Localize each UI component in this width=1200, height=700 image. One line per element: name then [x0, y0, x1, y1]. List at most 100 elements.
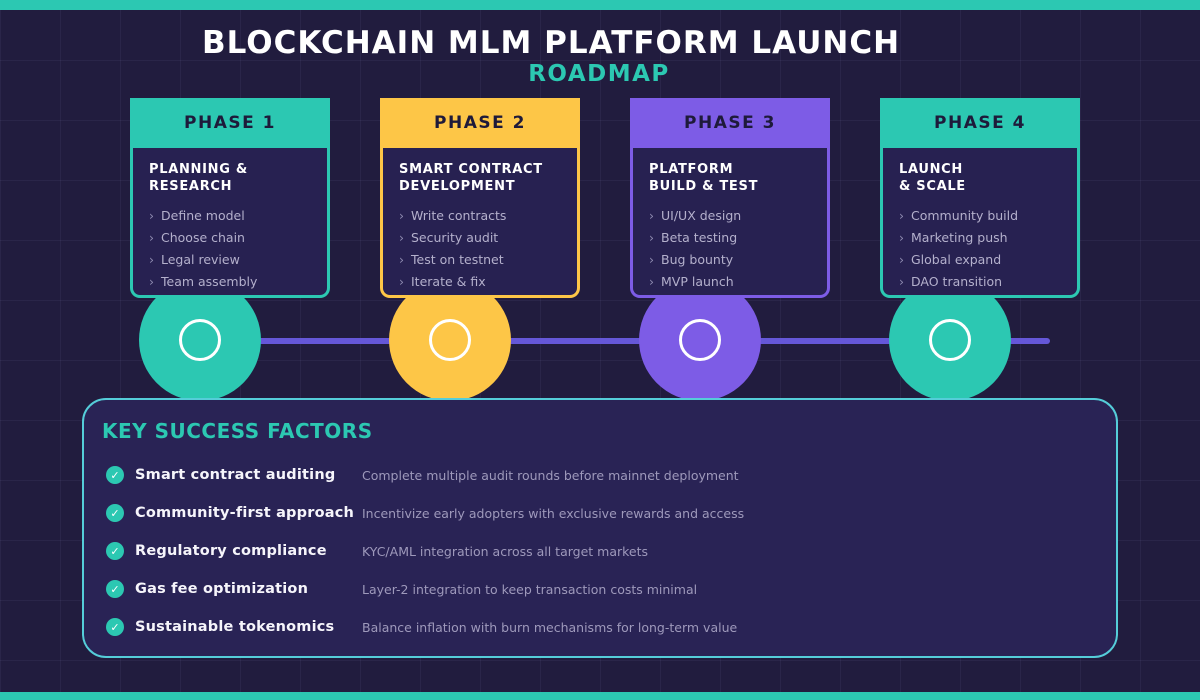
check-icon: ✓	[106, 466, 124, 484]
phase-item: › UI/UX design	[649, 205, 812, 227]
phase-4-badge: PHASE 4	[880, 98, 1080, 148]
timeline-node-2	[389, 279, 511, 401]
phase-card-3: PHASE 3 PLATFORM BUILD & TEST › UI/UX des…	[630, 98, 830, 298]
phase-4-body: LAUNCH & SCALE ›Community build ›Marketi…	[880, 148, 1080, 298]
phase-2-badge: PHASE 2	[380, 98, 580, 148]
factor-row: ✓ Community-first approach Incentivize e…	[106, 494, 1096, 532]
factor-rows: ✓ Smart contract auditing Complete multi…	[106, 456, 1096, 646]
chevron-bullet-icon: ›	[149, 252, 154, 267]
factor-desc: Balance inflation with burn mechanisms f…	[362, 619, 738, 635]
check-icon: ✓	[106, 542, 124, 560]
check-icon: ✓	[106, 580, 124, 598]
factor-row: ✓ Regulatory compliance KYC/AML integrat…	[106, 532, 1096, 570]
page-subtitle: ROADMAP	[528, 61, 670, 87]
factor-row: ✓ Smart contract auditing Complete multi…	[106, 456, 1096, 494]
phase-1-badge: PHASE 1	[130, 98, 330, 148]
chevron-bullet-icon: ›	[649, 208, 654, 223]
phase-3-items: ›UI/UX design ›Beta testing ›Bug bounty …	[649, 205, 812, 293]
phase-3-badge: PHASE 3	[630, 98, 830, 148]
phase-card-1: PHASE 1 PLANNING & RESEARCH › Define mode…	[130, 98, 330, 298]
phase-3-title-line: PLATFORM	[649, 162, 734, 177]
phase-3-title-line: BUILD & TEST	[649, 179, 759, 194]
phase-4-items: ›Community build ›Marketing push ›Global…	[899, 205, 1062, 293]
key-panel-title: KEY SUCCESS FACTORS	[102, 419, 373, 443]
phase-2-body: SMART CONTRACT DEVELOPMENT › Write contra…	[380, 148, 580, 298]
phase-item-label: Legal review	[161, 252, 240, 267]
chevron-bullet-icon: ›	[399, 252, 404, 267]
page-title: BLOCKCHAIN MLM PLATFORM LAUNCH	[201, 25, 901, 61]
phase-item: › Security audit	[399, 227, 562, 249]
factor-desc: Layer-2 integration to keep transaction …	[362, 581, 698, 597]
factor-label: Sustainable tokenomics	[135, 619, 335, 635]
phase-2-items: › Write contracts › Security audit › Test o…	[399, 205, 562, 293]
chevron-bullet-icon: ›	[399, 230, 404, 245]
phase-item: › Team assembly	[149, 271, 312, 293]
factor-label: Gas fee optimization	[135, 581, 309, 597]
timeline-node-4	[889, 279, 1011, 401]
chevron-bullet-icon: ›	[899, 230, 904, 245]
factor-row: ✓ Gas fee optimization Layer-2 integrati…	[106, 570, 1096, 608]
phase-1-title-line: PLANNING &	[149, 162, 248, 177]
phase-item-label: UI/UX design	[661, 208, 742, 223]
chevron-bullet-icon: ›	[649, 274, 654, 289]
node-ring-icon	[179, 319, 221, 361]
phase-2-title-line: SMART CONTRACT	[399, 162, 543, 177]
phase-item: › Legal review	[149, 249, 312, 271]
phase-item: › Iterate & fix	[399, 271, 562, 293]
phase-1-title: PLANNING & RESEARCH	[149, 161, 312, 195]
phase-3-body: PLATFORM BUILD & TEST › UI/UX design › Bet…	[630, 148, 830, 298]
factor-label: Regulatory compliance	[135, 543, 327, 559]
phase-4-title-line: LAUNCH	[899, 162, 964, 177]
node-ring-icon	[929, 319, 971, 361]
phase-2-title: SMART CONTRACT DEVELOPMENT	[399, 161, 562, 195]
chevron-bullet-icon: ›	[649, 252, 654, 267]
chevron-bullet-icon: ›	[899, 274, 904, 289]
timeline-node-1	[139, 279, 261, 401]
phase-item-label: Test on testnet	[411, 252, 504, 267]
phase-item-label: Iterate & fix	[411, 274, 486, 289]
phase-1-title-line: RESEARCH	[149, 179, 233, 194]
phase-item: ›Community build	[899, 205, 1062, 227]
bottom-accent-bar	[0, 692, 1200, 700]
phase-card-2: PHASE 2 SMART CONTRACT DEVELOPMENT › Writ…	[380, 98, 580, 298]
phase-item: › Bug bounty	[649, 249, 812, 271]
phase-item-label: DAO transition	[911, 274, 1003, 289]
chevron-bullet-icon: ›	[149, 230, 154, 245]
factor-desc: KYC/AML integration across all target ma…	[362, 543, 649, 559]
phase-item: › Write contracts	[399, 205, 562, 227]
factor-label: Smart contract auditing	[135, 467, 336, 483]
key-success-factors-panel: KEY SUCCESS FACTORS ✓ Smart contract aud…	[82, 398, 1118, 658]
phase-1-items: › Define model › Choose chain › Legal revie…	[149, 205, 312, 293]
timeline-node-3	[639, 279, 761, 401]
factor-row: ✓ Sustainable tokenomics Balance inflati…	[106, 608, 1096, 646]
chevron-bullet-icon: ›	[149, 208, 154, 223]
chevron-bullet-icon: ›	[899, 208, 904, 223]
phase-3-title: PLATFORM BUILD & TEST	[649, 161, 812, 195]
timeline-line	[200, 338, 1050, 344]
node-ring-icon	[679, 319, 721, 361]
chevron-bullet-icon: ›	[649, 230, 654, 245]
chevron-bullet-icon: ›	[899, 252, 904, 267]
phase-1-body: PLANNING & RESEARCH › Define model › Choos…	[130, 148, 330, 298]
phase-item-label: MVP launch	[661, 274, 734, 289]
chevron-bullet-icon: ›	[399, 274, 404, 289]
phase-2-title-line: DEVELOPMENT	[399, 179, 516, 194]
phase-card-4: PHASE 4 LAUNCH & SCALE ›Community build …	[880, 98, 1080, 298]
phase-item-label: Choose chain	[161, 230, 245, 245]
chevron-bullet-icon: ›	[399, 208, 404, 223]
phase-item-label: Global expand	[911, 252, 1002, 267]
phase-item-label: Bug bounty	[661, 252, 734, 267]
phase-item: › Define model	[149, 205, 312, 227]
phase-item-label: Beta testing	[661, 230, 738, 245]
phase-item-label: Security audit	[411, 230, 499, 245]
phase-item-label: Write contracts	[411, 208, 507, 223]
phase-item: › MVP launch	[649, 271, 812, 293]
factor-desc: Incentivize early adopters with exclusiv…	[362, 505, 745, 521]
chevron-bullet-icon: ›	[149, 274, 154, 289]
phase-item: › Beta testing	[649, 227, 812, 249]
phase-item-label: Define model	[161, 208, 245, 223]
top-accent-bar	[0, 0, 1200, 10]
phase-item: › DAO transition	[899, 271, 1062, 293]
phase-item-label: Team assembly	[161, 274, 258, 289]
